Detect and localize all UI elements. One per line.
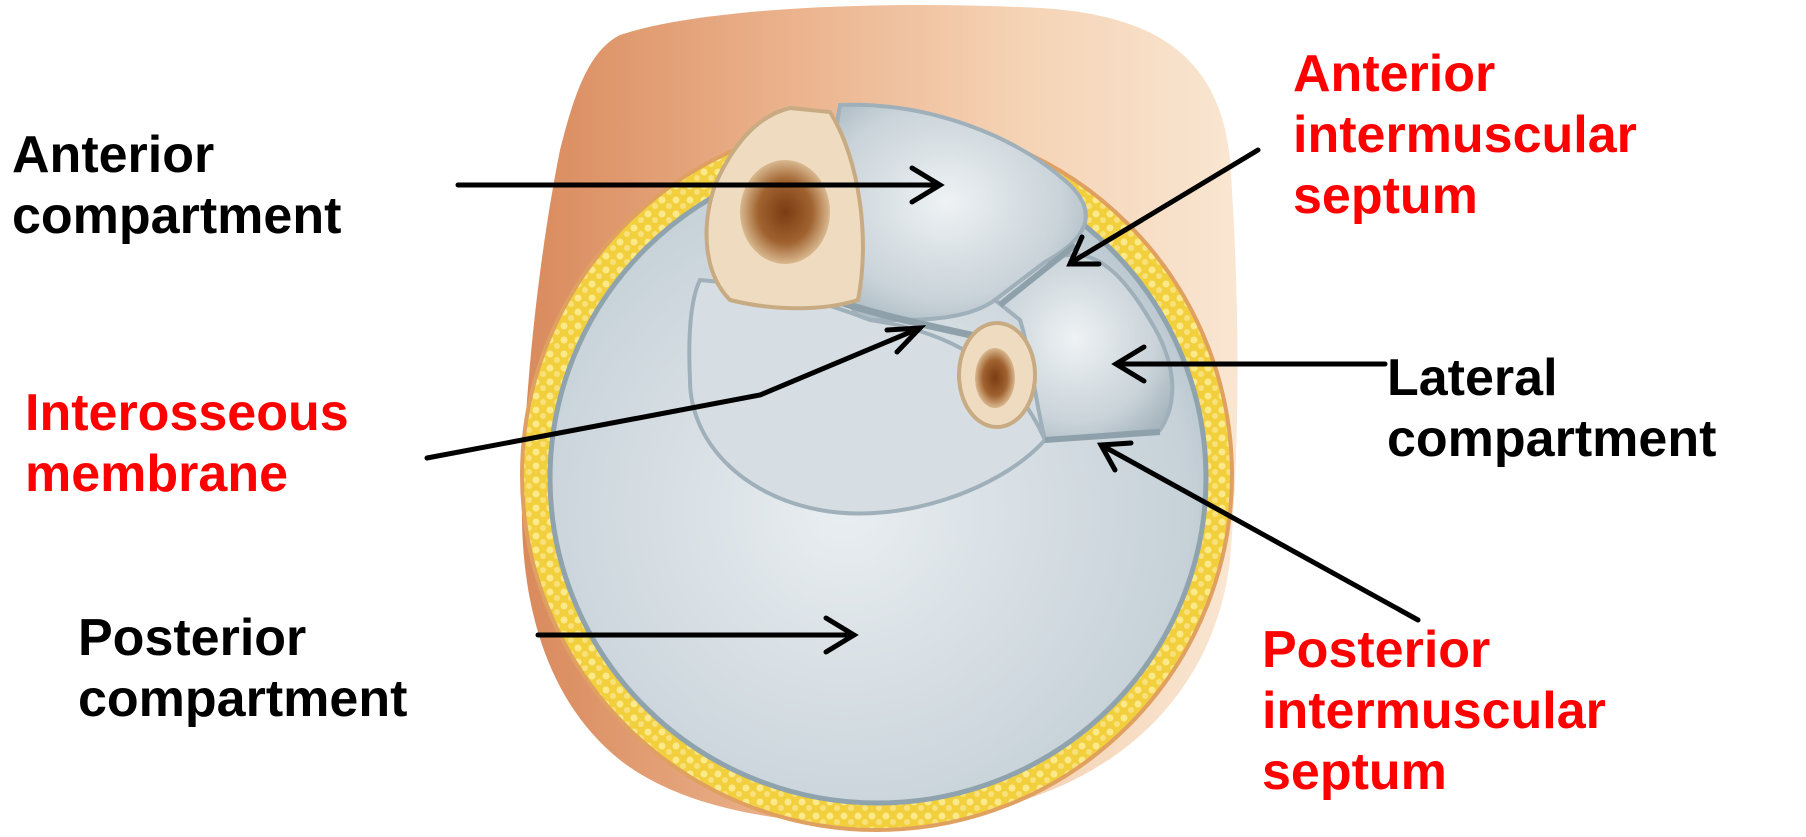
label-anterior-intermuscular-septum: Anterior intermuscular septum bbox=[1293, 44, 1637, 227]
label-posterior-compartment: Posterior compartment bbox=[78, 608, 407, 730]
label-lateral-compartment: Lateral compartment bbox=[1387, 348, 1716, 470]
label-posterior-intermuscular-septum: Posterior intermuscular septum bbox=[1262, 620, 1606, 803]
label-interosseous-membrane: Interosseous membrane bbox=[25, 383, 349, 505]
fibula-bone bbox=[959, 323, 1035, 427]
label-anterior-compartment: Anterior compartment bbox=[12, 125, 341, 247]
